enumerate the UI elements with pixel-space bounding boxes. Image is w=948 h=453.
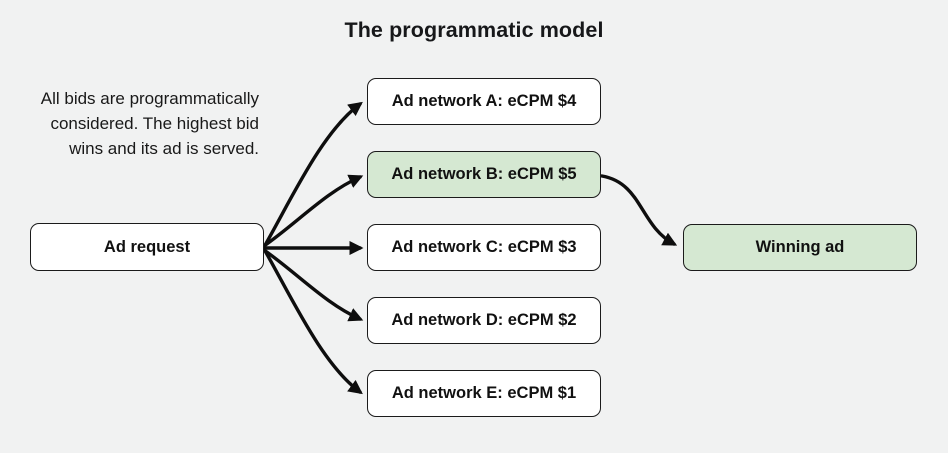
node-ad-network-b: Ad network B: eCPM $5 [367, 151, 601, 198]
node-label: Ad network A: eCPM $4 [391, 92, 577, 110]
arrow-network-b-to-winning-ad [600, 174, 678, 246]
note-line: considered. The highest bid [50, 114, 259, 133]
node-label: Ad network E: eCPM $1 [391, 384, 577, 402]
node-ad-network-d: Ad network D: eCPM $2 [367, 297, 601, 344]
page-title: The programmatic model [344, 17, 604, 42]
diagram-note: All bids are programmatically considered… [9, 86, 259, 161]
arrow-ad-request-to-network-a [262, 101, 363, 249]
arrow-ad-request-to-network-b [262, 174, 364, 248]
node-ad-network-e: Ad network E: eCPM $1 [367, 370, 601, 417]
arrow-ad-request-to-network-d [262, 248, 364, 322]
node-label: Ad network D: eCPM $2 [391, 311, 577, 329]
node-label: Ad network C: eCPM $3 [391, 238, 577, 256]
node-label: Ad request [103, 237, 191, 256]
node-label: Winning ad [755, 238, 845, 256]
node-ad-request: Ad request [30, 223, 264, 271]
note-line: All bids are programmatically [40, 89, 259, 108]
node-ad-network-c: Ad network C: eCPM $3 [367, 224, 601, 271]
note-line: wins and its ad is served. [69, 139, 259, 158]
node-label: Ad network B: eCPM $5 [391, 165, 577, 183]
arrow-ad-request-to-network-e [262, 247, 363, 395]
node-winning-ad: Winning ad [683, 224, 917, 271]
node-ad-network-a: Ad network A: eCPM $4 [367, 78, 601, 125]
